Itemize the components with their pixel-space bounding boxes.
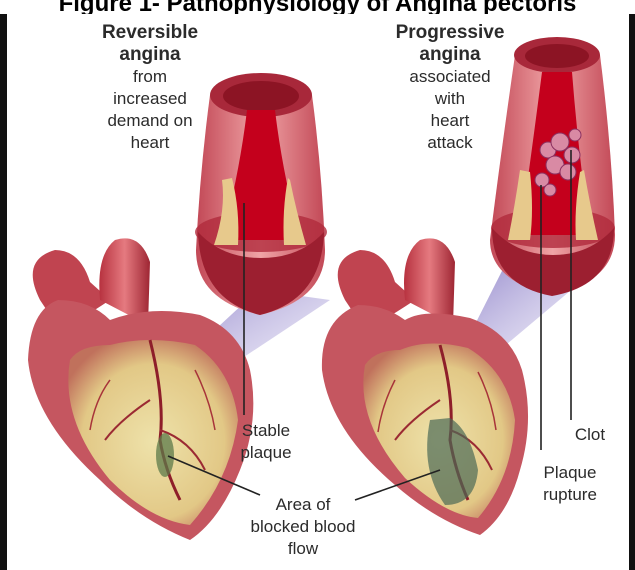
- blocked-flow-line-1: Area of: [228, 494, 378, 516]
- blocked-flow-label: Area of blocked blood flow: [228, 494, 378, 560]
- left-heading-line-1: Reversible: [80, 22, 220, 44]
- right-desc-line-2: with: [380, 88, 520, 110]
- plaque-rupture-line-2: rupture: [530, 484, 610, 506]
- right-desc-line-4: attack: [380, 132, 520, 154]
- plaque-rupture-label: Plaque rupture: [530, 462, 610, 506]
- left-ischemic-area: [156, 433, 174, 477]
- right-desc-line-1: associated: [380, 66, 520, 88]
- left-heading-line-2: angina: [80, 44, 220, 66]
- left-desc-line-3: demand on: [80, 110, 220, 132]
- right-panel-label: Progressive angina associated with heart…: [380, 22, 520, 154]
- left-desc-line-4: heart: [80, 132, 220, 154]
- right-heading-line-2: angina: [380, 44, 520, 66]
- left-desc-line-1: from: [80, 66, 220, 88]
- left-desc-line-2: increased: [80, 88, 220, 110]
- stable-plaque-label: Stable plaque: [226, 420, 306, 464]
- blocked-flow-line-3: flow: [228, 538, 378, 560]
- right-desc-line-3: heart: [380, 110, 520, 132]
- stable-plaque-line-1: Stable: [226, 420, 306, 442]
- plaque-rupture-line-1: Plaque: [530, 462, 610, 484]
- right-heading-line-1: Progressive: [380, 22, 520, 44]
- stable-plaque-line-2: plaque: [226, 442, 306, 464]
- blocked-flow-line-2: blocked blood: [228, 516, 378, 538]
- left-panel-label: Reversible angina from increased demand …: [80, 22, 220, 154]
- clot-label: Clot: [560, 424, 620, 446]
